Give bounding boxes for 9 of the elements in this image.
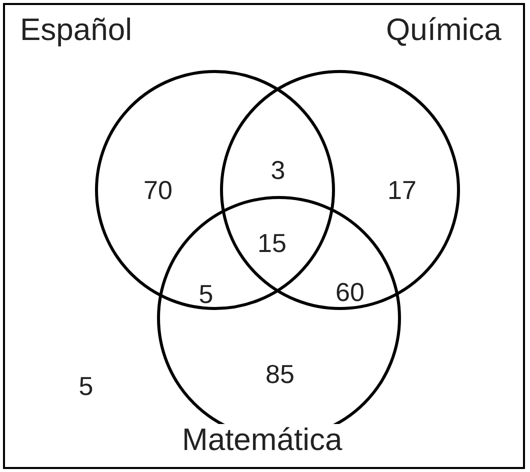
region-count: 85	[266, 361, 294, 387]
region-count: 5	[198, 281, 214, 307]
region-count: 15	[258, 230, 286, 256]
region-count: 3	[270, 157, 286, 183]
region-count: 70	[144, 177, 172, 203]
outside-count: 5	[78, 373, 94, 399]
region-count: 17	[388, 177, 416, 203]
set-label: Química	[386, 14, 502, 45]
region-count: 60	[336, 279, 364, 305]
